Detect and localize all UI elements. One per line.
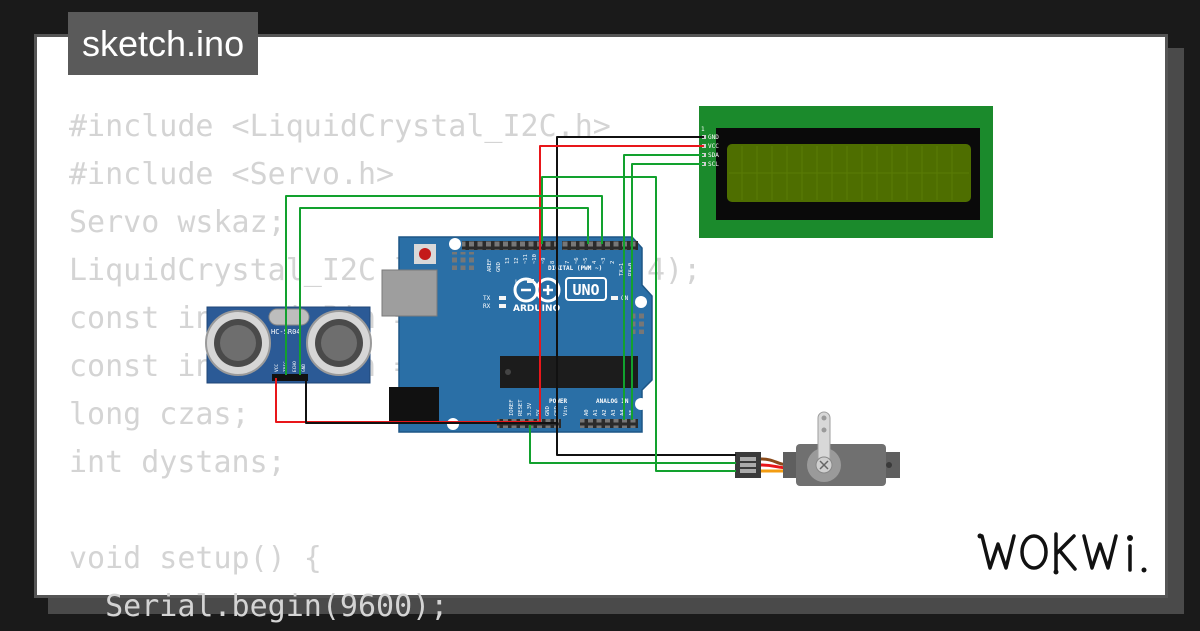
microcontroller-chip bbox=[500, 356, 638, 388]
pin-label: GND bbox=[545, 406, 551, 416]
pin-label: ~11 bbox=[523, 254, 529, 264]
led-label: L bbox=[515, 279, 519, 286]
led-l bbox=[527, 279, 534, 283]
led-label: RX bbox=[483, 303, 491, 310]
servo-motor[interactable] bbox=[735, 411, 900, 486]
arduino-logo-mark bbox=[513, 277, 561, 303]
pin-label: ~5 bbox=[583, 257, 589, 264]
wire-lcd-sda bbox=[623, 154, 704, 420]
code-line: Serial.begin(9600); bbox=[69, 589, 449, 624]
led-label: TX bbox=[483, 295, 491, 302]
wire-lcd-gnd bbox=[556, 136, 736, 456]
code-preview: #include <LiquidCrystal_I2C.h> #include <… bbox=[69, 103, 701, 631]
sensor-pin-header bbox=[272, 374, 308, 381]
digital-section-label: DIGITAL (PWM ~) bbox=[548, 265, 602, 272]
usb-port bbox=[381, 269, 438, 317]
brand-label: ARDUINO bbox=[513, 304, 561, 314]
wire-servo-power bbox=[529, 425, 736, 464]
lcd-pin-label: GND bbox=[708, 134, 719, 141]
lcd-pin-label: SDA bbox=[708, 152, 719, 159]
pin-label: 4 bbox=[592, 260, 598, 264]
arduino-uno-board[interactable]: UNO ARDUINO DIGITAL (PWM ~) POWER ANALOG… bbox=[381, 236, 653, 433]
board-model-label: UNO bbox=[572, 281, 599, 299]
pin-label: 7 bbox=[565, 261, 571, 264]
pin-label: A1 bbox=[593, 409, 599, 416]
pin-label: GND bbox=[496, 262, 502, 272]
lcd-pin-label: 1 bbox=[701, 126, 705, 133]
pin-label: A2 bbox=[602, 409, 608, 416]
pin-label: A3 bbox=[611, 409, 617, 416]
file-tab[interactable]: sketch.ino bbox=[68, 12, 259, 75]
lcd-pin-label: VCC bbox=[708, 143, 719, 150]
reset-button-cap bbox=[419, 248, 431, 260]
icsp2-header bbox=[632, 312, 646, 334]
wires bbox=[275, 136, 736, 472]
pin-label: RESET bbox=[518, 399, 524, 416]
pin-label: 12 bbox=[514, 257, 520, 264]
sensor-transducer-right bbox=[306, 310, 372, 376]
code-line: Servo wskaz; bbox=[69, 205, 286, 240]
code-line: int dystans; bbox=[69, 445, 286, 480]
pin-label: IOREF bbox=[509, 399, 515, 416]
mounting-hole bbox=[449, 238, 461, 250]
led-tx bbox=[499, 296, 506, 300]
power-section-label: POWER bbox=[549, 398, 567, 405]
sensor-pin-label: GND bbox=[301, 364, 307, 372]
sensor-pin-label: ECHO bbox=[292, 361, 298, 372]
lcd-pin-label: SCL bbox=[708, 161, 719, 168]
code-line: #include <Servo.h> bbox=[69, 157, 395, 192]
led-rx bbox=[499, 304, 506, 308]
pin-label: 8 bbox=[550, 261, 556, 264]
pin-label: ~3 bbox=[601, 257, 607, 264]
lcd-display[interactable]: 1 GND VCC SDA SCL bbox=[699, 106, 993, 238]
sensor-transducer-left bbox=[205, 310, 271, 376]
code-line: long czas; bbox=[69, 397, 250, 432]
uno-badge bbox=[565, 277, 607, 301]
pin-label: 13 bbox=[505, 257, 511, 264]
wokwi-logo: WOKWI bbox=[977, 532, 1147, 579]
lcd-char-grid bbox=[729, 146, 969, 200]
servo-horn[interactable] bbox=[817, 411, 831, 467]
wire-sensor-trig bbox=[299, 207, 589, 375]
pin-label: ~6 bbox=[574, 257, 580, 264]
pin-label: TX→1 bbox=[619, 263, 625, 276]
wokwi-logo-text: WOKWI bbox=[1060, 577, 1068, 579]
wire-servo-signal bbox=[541, 176, 736, 472]
wire-lcd-vcc bbox=[539, 145, 704, 422]
ultrasonic-sensor[interactable]: HC-SR04 VCC TRIG ECHO GND bbox=[205, 306, 372, 384]
pin-label: Vin bbox=[563, 406, 569, 416]
wire-sensor-echo bbox=[285, 195, 603, 375]
pin-label: AREF bbox=[487, 259, 493, 272]
pin-label: 3.3V bbox=[527, 402, 533, 416]
pin-label: A0 bbox=[584, 409, 590, 416]
pin-label: 2 bbox=[610, 261, 616, 264]
pin-label: ~9 bbox=[541, 257, 547, 264]
code-line: void setup() { bbox=[69, 541, 322, 576]
analog-section-label: ANALOG IN bbox=[596, 398, 629, 405]
mounting-hole bbox=[635, 398, 647, 410]
icsp-header bbox=[450, 252, 476, 270]
sensor-crystal bbox=[268, 308, 310, 326]
mounting-hole bbox=[635, 296, 647, 308]
wire-lcd-scl bbox=[631, 163, 704, 420]
code-line: #include <LiquidCrystal_I2C.h> bbox=[69, 109, 611, 144]
led-on bbox=[611, 296, 618, 300]
wire-sensor-gnd bbox=[305, 378, 557, 424]
power-jack bbox=[389, 387, 439, 421]
pin-label: ~10 bbox=[532, 254, 538, 264]
sensor-pin-label: VCC bbox=[274, 364, 280, 372]
servo-mount-tab bbox=[783, 452, 798, 478]
